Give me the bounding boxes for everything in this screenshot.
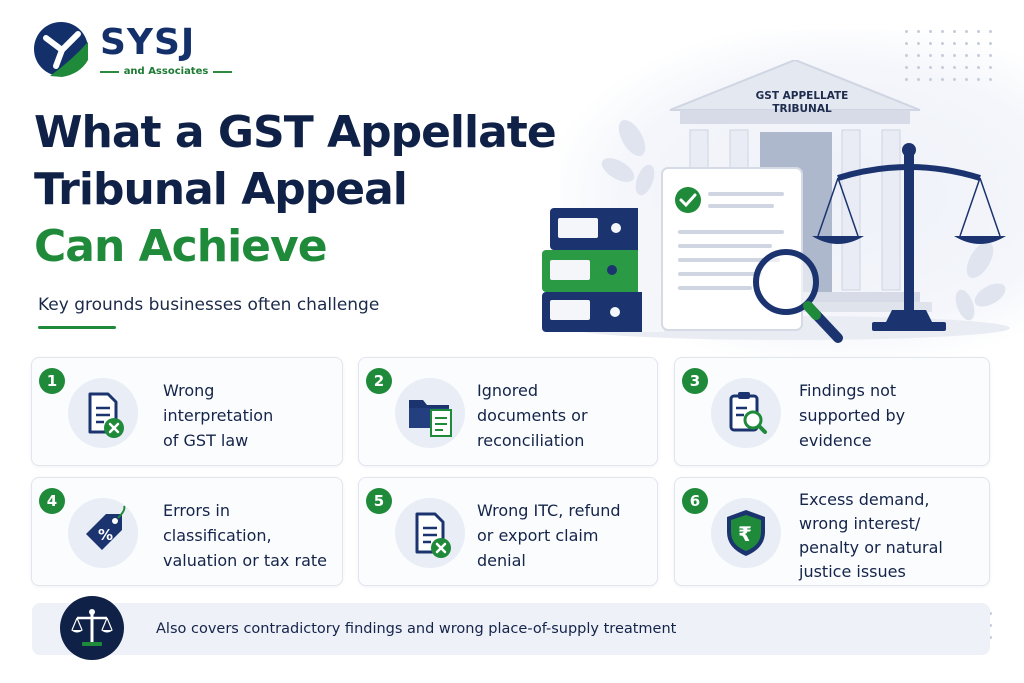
hero-illustration: GST APPELLATE TRIBUNAL: [520, 60, 1020, 360]
svg-text:%: %: [98, 526, 113, 544]
dot-pattern-top: [905, 30, 992, 81]
ground-card-2: 2 Ignored documents or reconciliation: [358, 357, 658, 466]
card-line: supported by: [799, 406, 906, 425]
card-line: Excess demand,: [799, 490, 930, 509]
ground-card-3: 3 Findings not supported by evidence: [674, 357, 990, 466]
card-line: denial: [477, 551, 526, 570]
footer-text: Also covers contradictory findings and w…: [156, 621, 677, 637]
tagline-underline: [38, 326, 116, 329]
document-cross-icon: [68, 378, 138, 448]
card-line: Wrong: [163, 381, 215, 400]
card-number-badge: 5: [366, 488, 392, 514]
card-line: wrong interest/: [799, 514, 921, 533]
footer-banner: [32, 603, 990, 655]
card-line: evidence: [799, 431, 872, 450]
card-line: valuation or tax rate: [163, 551, 327, 570]
tagline: Key grounds businesses often challenge: [38, 295, 380, 315]
card-number-badge: 3: [682, 368, 708, 394]
building-label-line-2: TRIBUNAL: [772, 103, 832, 115]
card-text: Wrong ITC, refund or export claim denial: [477, 498, 653, 573]
card-line: Findings not: [799, 381, 897, 400]
card-text: Ignored documents or reconciliation: [477, 378, 653, 453]
brand-logo: SYSJ and Associates: [32, 18, 233, 80]
brand-subtitle-text: and Associates: [123, 66, 209, 77]
building-label-line-1: GST APPELLATE: [755, 90, 849, 102]
logo-mark-icon: [34, 22, 88, 77]
title-line-2: Tribunal Appeal: [34, 164, 408, 215]
ground-card-1: 1 Wrong interpretation of GST law: [31, 357, 343, 466]
card-line: of GST law: [163, 431, 249, 450]
ground-card-6: 6 ₹ Excess demand, wrong interest/ penal…: [674, 477, 990, 586]
card-text: Findings not supported by evidence: [799, 378, 975, 453]
card-line: Wrong ITC, refund: [477, 501, 621, 520]
ground-card-5: 5 Wrong ITC, refund or export claim deni…: [358, 477, 658, 586]
title-line-1: What a GST Appellate: [34, 107, 557, 158]
folder-document-icon: [395, 378, 465, 448]
card-line: justice issues: [799, 562, 906, 581]
document-cross-icon: [395, 498, 465, 568]
card-line: or export claim: [477, 526, 599, 545]
card-text: Wrong interpretation of GST law: [163, 378, 339, 453]
card-line: interpretation: [163, 406, 274, 425]
scales-icon: [60, 596, 124, 660]
svg-text:₹: ₹: [738, 522, 752, 546]
page-title: What a GST Appellate Tribunal Appeal Can…: [34, 104, 654, 275]
card-line: reconciliation: [477, 431, 585, 450]
rupee-shield-icon: ₹: [711, 498, 781, 568]
percent-tag-icon: %: [68, 498, 138, 568]
card-line: documents or: [477, 406, 588, 425]
card-line: penalty or natural: [799, 538, 943, 557]
title-line-3: Can Achieve: [34, 221, 328, 272]
card-number-badge: 6: [682, 488, 708, 514]
card-line: Ignored: [477, 381, 539, 400]
card-text: Excess demand, wrong interest/ penalty o…: [799, 488, 984, 584]
building-label: GST APPELLATE TRIBUNAL: [742, 90, 862, 116]
clipboard-search-icon: [711, 378, 781, 448]
courthouse-scales-illustration: [542, 60, 1010, 343]
card-number-badge: 2: [366, 368, 392, 394]
card-line: Errors in: [163, 501, 231, 520]
card-number-badge: 4: [39, 488, 65, 514]
card-number-badge: 1: [39, 368, 65, 394]
brand-subtitle: and Associates: [100, 66, 233, 77]
card-line: classification,: [163, 526, 272, 545]
ground-card-4: 4 % Errors in classification, valuation …: [31, 477, 343, 586]
brand-name: SYSJ: [100, 22, 196, 63]
card-text: Errors in classification, valuation or t…: [163, 498, 339, 573]
